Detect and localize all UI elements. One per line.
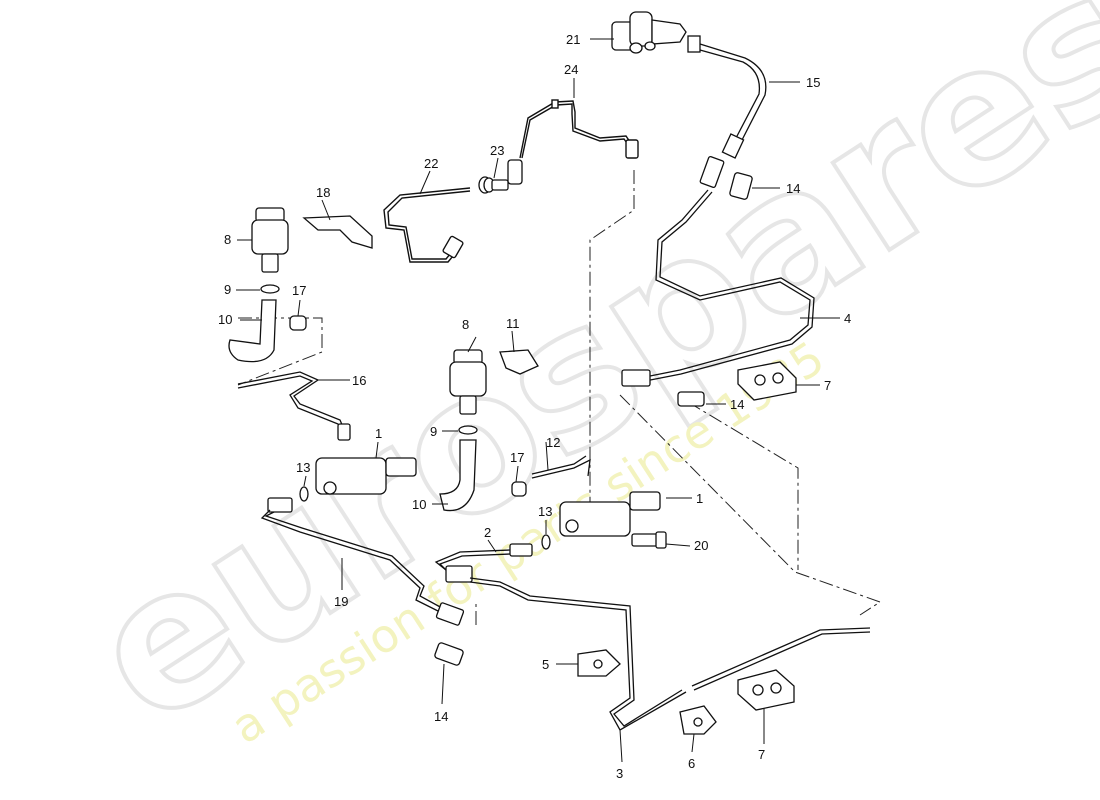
part-10-hose-mid [439,439,477,512]
part-15-hose [687,35,767,159]
part-17-clip-mid [511,481,527,497]
part-7-clip-b [737,669,795,711]
callout-13-left: 13 [296,460,310,475]
callout-13-right: 13 [538,504,552,519]
callout-5: 5 [542,657,549,672]
part-24-line [519,99,639,159]
part-9-clamp-mid [458,425,478,435]
callout-4: 4 [844,311,851,326]
callout-10-mid: 10 [412,497,426,512]
callout-1-left: 1 [375,426,382,441]
part-21-connector [611,11,687,54]
part-3-line [469,577,871,731]
part-13-ring-right [541,534,551,550]
dashed-line-24-to-3 [589,170,635,505]
callout-16: 16 [352,373,366,388]
dashed-line-top-left [237,317,323,386]
watermark-brand: eurospares [54,0,1100,768]
callout-14-bottom: 14 [434,709,448,724]
part-8-reservoir-top [251,207,289,273]
callout-8-mid: 8 [462,317,469,332]
part-4-line [621,156,815,387]
callout-24: 24 [564,62,578,77]
part-12-line [531,455,591,479]
callout-17-mid: 17 [510,450,524,465]
callout-12: 12 [546,435,560,450]
part-18-bracket [302,215,373,249]
callout-18: 18 [316,185,330,200]
callout-1-right: 1 [696,491,703,506]
part-2-line [434,543,533,583]
part-10-hose-top [228,299,277,363]
callout-22: 22 [424,156,438,171]
part-11-bracket [499,349,539,375]
callout-10-top: 10 [218,312,232,327]
part-7-clip-a [737,361,797,401]
callout-17-top: 17 [292,283,306,298]
part-8-reservoir-mid [449,349,487,415]
part-23-grommet [478,159,523,194]
callout-20: 20 [694,538,708,553]
callout-6: 6 [688,756,695,771]
callout-23: 23 [490,143,504,158]
callout-7-bottom: 7 [758,747,765,762]
part-6-clip [679,705,717,735]
callout-19: 19 [334,594,348,609]
callout-21: 21 [566,32,580,47]
callout-11: 11 [506,316,520,331]
part-1-cylinder-right [559,491,661,537]
callout-labels: 21 24 15 22 23 18 14 8 9 17 10 4 8 11 16… [218,32,851,781]
part-20-bolt [631,531,667,549]
part-17-clip-top [289,315,307,331]
callout-14-mid: 14 [730,397,744,412]
callout-8-top: 8 [224,232,231,247]
part-14-fitting-a [729,172,753,200]
dashed-line-7-frame [687,401,799,570]
part-5-clip [577,649,621,677]
watermark: eurospares a passion for parts since 198… [52,0,1100,770]
part-19-line [260,497,465,626]
connection-lines [237,170,882,625]
part-13-ring-left [299,486,309,502]
fitting-24 [625,139,639,159]
callout-9-top: 9 [224,282,231,297]
part-9-clamp-top [260,284,280,294]
callout-2: 2 [484,525,491,540]
part-1-cylinder-left [315,457,417,495]
dashed-line-4-to-7 [619,394,882,616]
part-14-fitting-c [434,642,464,666]
callout-9-mid: 9 [430,424,437,439]
callout-3: 3 [616,766,623,781]
leader-lines [236,38,840,763]
callout-7-top: 7 [824,378,831,393]
part-16-line [237,371,351,441]
callout-15: 15 [806,75,820,90]
callout-14-top: 14 [786,181,800,196]
part-14-fitting-b [677,391,705,407]
part-22-line [383,187,471,263]
